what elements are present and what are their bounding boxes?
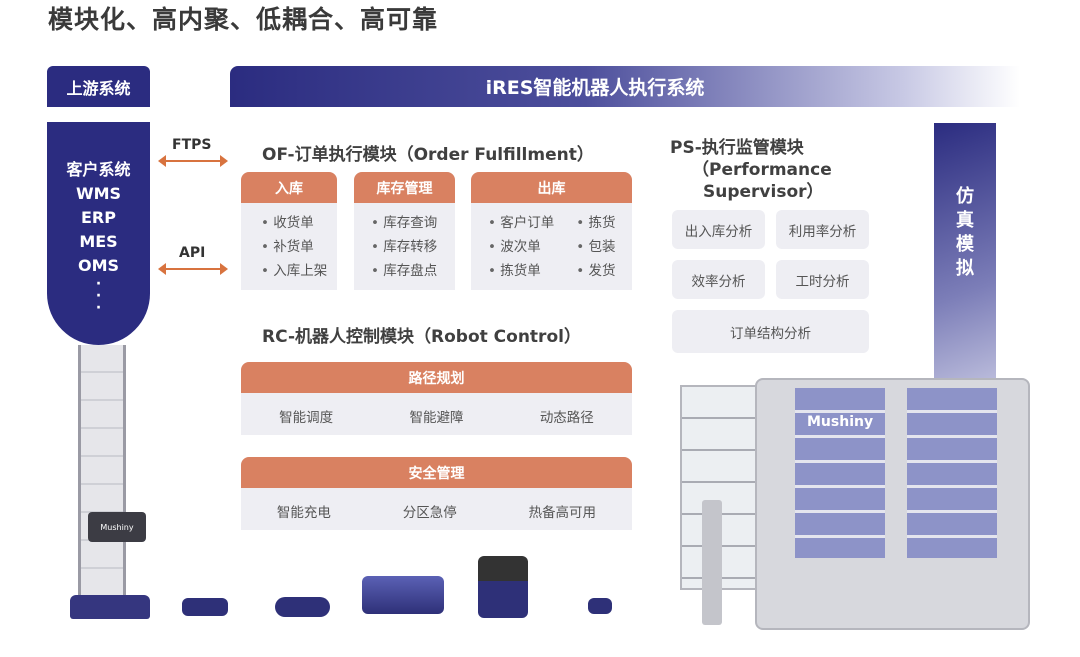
- analysis-item: 订单结构分析: [672, 310, 869, 353]
- list-item: 库存转移: [371, 235, 455, 259]
- of-title: OF-订单执行模块（Order Fulfillment）: [262, 145, 594, 165]
- api-label: API: [179, 245, 206, 261]
- upstream-tab: 上游系统: [47, 66, 150, 107]
- feature-item: 智能调度: [279, 410, 334, 426]
- sim-char: 拟: [956, 258, 974, 279]
- ftps-arrow-icon: [158, 155, 228, 167]
- robot-arm-image: [702, 500, 722, 625]
- ps-title-line: （Performance: [692, 160, 832, 180]
- upstream-item: OMS: [77, 256, 120, 275]
- card-header: 安全管理: [241, 457, 632, 488]
- list-item: 库存盘点: [371, 259, 455, 283]
- list-item: 波次单: [488, 235, 554, 259]
- sim-char: 仿: [956, 186, 974, 207]
- sim-char: 模: [956, 234, 974, 255]
- ires-banner: iRES智能机器人执行系统: [230, 66, 1020, 107]
- list-item: 收货单: [261, 211, 337, 235]
- analysis-item: 效率分析: [672, 260, 765, 299]
- list-item: 入库上架: [261, 259, 337, 283]
- list-item: 发货: [576, 259, 616, 283]
- sim-char: 真: [956, 210, 974, 231]
- ellipsis: · · ·: [95, 276, 102, 316]
- storage-machine-image: Mushiny: [755, 378, 1030, 630]
- ps-title-line: Supervisor）: [703, 182, 824, 202]
- agv-robot-image: [182, 598, 228, 616]
- ps-title-line: PS-执行监管模块: [670, 138, 804, 158]
- feature-item: 分区急停: [402, 505, 457, 521]
- lift-robot-image: [362, 576, 444, 614]
- upstream-item: WMS: [75, 184, 122, 203]
- upstream-item: MES: [79, 232, 118, 251]
- analysis-item: 工时分析: [776, 260, 869, 299]
- upstream-item: 客户系统: [66, 160, 131, 179]
- feature-item: 智能避障: [409, 410, 464, 426]
- list-item: 拣货单: [488, 259, 554, 283]
- feature-item: 智能充电: [276, 505, 331, 521]
- list-item: 补货单: [261, 235, 337, 259]
- rc-title: RC-机器人控制模块（Robot Control）: [262, 327, 581, 347]
- list-item: 库存查询: [371, 211, 455, 235]
- inbound-card: 入库 收货单 补货单 入库上架: [241, 172, 337, 290]
- feature-item: 热备高可用: [528, 505, 597, 521]
- simulation-bar: 仿 真 模 拟: [934, 123, 996, 403]
- path-planning-card: 路径规划 智能调度 智能避障 动态路径: [241, 362, 632, 435]
- tower-robot-image: [78, 345, 126, 600]
- upstream-item: ERP: [81, 208, 116, 227]
- machine-window: [795, 388, 885, 558]
- analysis-item: 出入库分析: [672, 210, 765, 249]
- feature-item: 动态路径: [539, 410, 594, 426]
- ftps-label: FTPS: [172, 137, 212, 153]
- agv-robot-image: [275, 597, 330, 617]
- lift-robot-image: [478, 556, 528, 618]
- list-item: 客户订单: [488, 211, 554, 235]
- list-item: 包装: [576, 235, 616, 259]
- ps-title: PS-执行监管模块 （Performance Supervisor）: [670, 137, 832, 203]
- upstream-systems: 客户系统 WMS ERP MES OMS · · ·: [47, 122, 150, 345]
- card-header: 入库: [241, 172, 337, 203]
- api-arrow-icon: [158, 263, 228, 275]
- analysis-item: 利用率分析: [776, 210, 869, 249]
- machine-window: [907, 388, 997, 558]
- list-item: 拣货: [576, 211, 616, 235]
- page-title: 模块化、高内聚、低耦合、高可靠: [48, 5, 439, 34]
- inventory-card: 库存管理 库存查询 库存转移 库存盘点: [354, 172, 455, 290]
- card-header: 路径规划: [241, 362, 632, 393]
- tower-robot-base: [70, 595, 150, 619]
- outbound-card: 出库 客户订单 波次单 拣货单 拣货 包装 发货: [471, 172, 632, 290]
- card-header: 出库: [471, 172, 632, 203]
- mini-robot-image: [588, 598, 612, 614]
- brand-logo: Mushiny: [807, 414, 874, 430]
- card-header: 库存管理: [354, 172, 455, 203]
- safety-card: 安全管理 智能充电 分区急停 热备高可用: [241, 457, 632, 530]
- tower-robot-head: Mushiny: [88, 512, 146, 542]
